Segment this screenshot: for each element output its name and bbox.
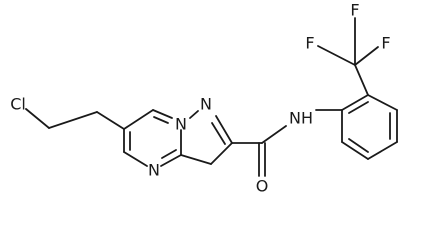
bond-cf3-f-right — [354, 46, 379, 66]
atom-oxygen: O — [256, 177, 269, 196]
bond-ph1-ph2-inner — [348, 101, 369, 114]
bond-ph5-ph6-inner — [348, 138, 369, 153]
bond-c3a-n4-inner — [161, 149, 177, 159]
bond-c6-c7 — [123, 109, 154, 130]
atom-chlorine: Cl — [10, 95, 26, 114]
bond-cf3-f-left — [317, 45, 356, 66]
chloroethyl-chain — [25, 108, 125, 130]
bond-n1-c2 — [215, 115, 233, 144]
bond-n8-n1 — [189, 110, 199, 119]
carboxamide-group — [231, 109, 343, 177]
bond-c3a-n4 — [160, 154, 182, 167]
bond-c7-n8 — [152, 109, 173, 119]
pyrazole-ring — [180, 110, 233, 165]
chemical-structure-drawing: Cl N N N NH O F F F — [10, 1, 398, 196]
atom-n-bridgehead: N — [175, 115, 187, 134]
bond-ph1-ph2 — [341, 94, 369, 111]
phenyl-ring — [341, 94, 398, 160]
atom-n-pyrimidine: N — [148, 161, 160, 180]
pyrimidine-ring — [123, 109, 182, 167]
bond-n1-c2-inner — [211, 122, 226, 145]
atom-amide-nh: NH — [289, 109, 313, 128]
structure-canvas: Cl N N N NH O F F F — [10, 0, 398, 196]
atom-fluorine-left: F — [305, 34, 314, 53]
bond-c2-ring — [96, 111, 125, 130]
bond-ph2-ph3 — [367, 94, 398, 111]
atom-n-pyrazole: N — [200, 95, 212, 114]
bond-c2-c3 — [210, 142, 233, 165]
bond-c1-c2 — [48, 111, 98, 129]
bond-carbonyl-n — [261, 125, 287, 144]
bond-ph2-cf3 — [354, 64, 369, 96]
bond-ph5-ph6 — [341, 141, 369, 160]
atom-fluorine-right: F — [381, 34, 390, 53]
bond-c3-c3a — [180, 154, 212, 165]
atom-fluorine-top: F — [350, 1, 359, 20]
trifluoromethyl-group — [317, 17, 379, 96]
bond-cl-c1 — [25, 108, 50, 129]
bond-ph4-ph5 — [367, 141, 398, 160]
bond-n4-c5 — [123, 151, 148, 167]
bond-c7-n8-inner — [153, 116, 169, 124]
